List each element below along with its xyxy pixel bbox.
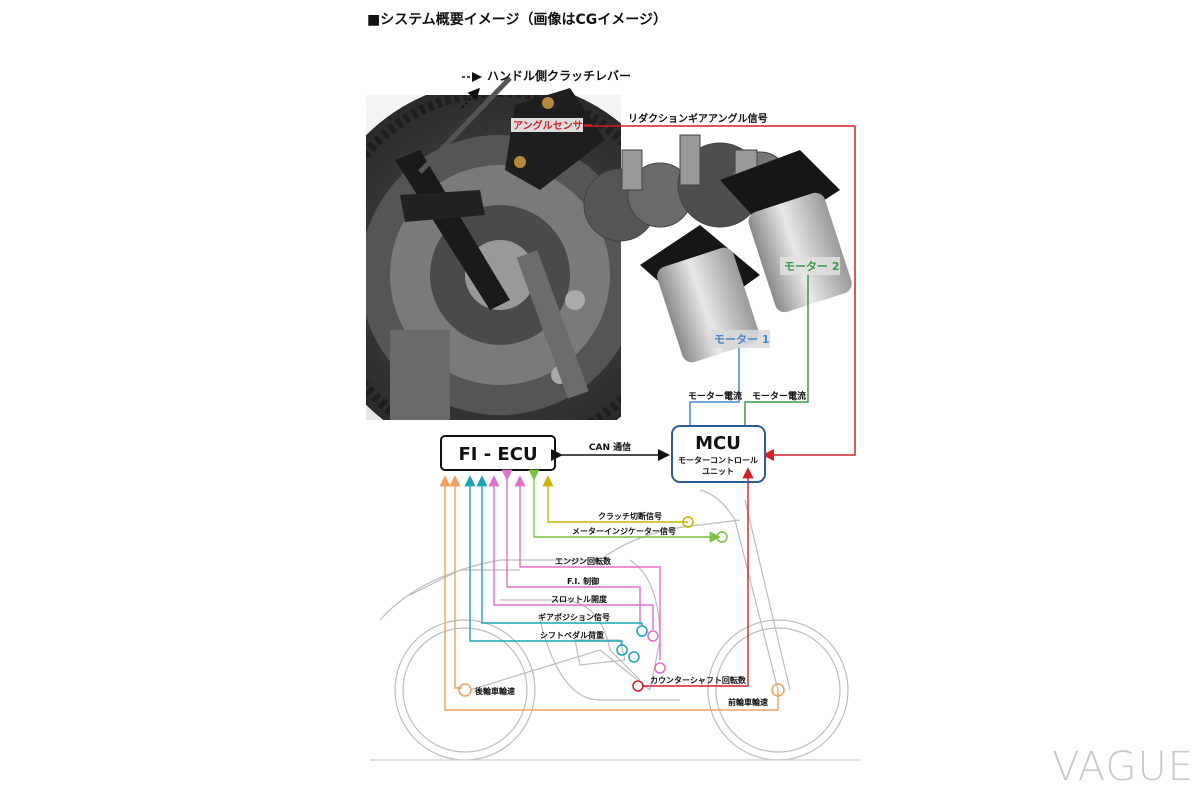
fi-ecu-label: FI - ECU bbox=[458, 444, 537, 465]
motor1-label: モーター 1 bbox=[714, 333, 769, 346]
shift-pedal-label: シフトペダル荷重 bbox=[540, 630, 604, 640]
front-wheel-speed-label: 前輪車輪速 bbox=[728, 697, 768, 707]
motor-2 bbox=[748, 192, 852, 313]
angle-sensor-label-group: アングルセンサー リダクションギアアングル信号 bbox=[511, 112, 856, 461]
motor2-label: モーター 2 bbox=[784, 260, 839, 273]
throttle-label: スロットル開度 bbox=[551, 594, 608, 604]
clutch-lever-label-group: ハンドル側クラッチレバー bbox=[461, 68, 631, 109]
can-label: CAN 通信 bbox=[589, 441, 631, 453]
motor-current-2-label: モーター電流 bbox=[752, 390, 806, 402]
page-title: ■システム概要イメージ（画像はCGイメージ） bbox=[367, 12, 668, 28]
watermark-logo: VAGUE bbox=[1052, 744, 1195, 790]
countershaft-label: カウンターシャフト回転数 bbox=[650, 675, 747, 685]
fi-ecu-box: FI - ECU bbox=[440, 435, 556, 471]
cg-mechanism-illustration bbox=[366, 76, 852, 420]
clutch-lever-label: ハンドル側クラッチレバー bbox=[487, 68, 631, 83]
can-link: CAN 通信 bbox=[551, 441, 670, 461]
motor1-label-group: モーター 1 モーター電流 bbox=[688, 330, 770, 425]
clutch-signal-label: クラッチ切断信号 bbox=[598, 511, 662, 521]
engine-rpm-label: エンジン回転数 bbox=[555, 556, 612, 566]
angle-sensor-label: アングルセンサー bbox=[513, 119, 593, 132]
rear-wheel-speed-label: 後輪車輪速 bbox=[475, 686, 515, 696]
motor2-label-group: モーター 2 モーター電流 bbox=[744, 257, 840, 425]
fi-control-label: F.I. 制御 bbox=[567, 576, 599, 586]
mcu-label: MCU bbox=[695, 433, 741, 454]
mcu-sub1-label: モーターコントロール bbox=[678, 455, 758, 465]
gear-position-label: ギアポジション信号 bbox=[538, 612, 610, 622]
mcu-sub2-label: ユニット bbox=[702, 467, 734, 476]
motor-current-1-label: モーター電流 bbox=[688, 390, 742, 402]
mcu-box: MCU モーターコントロール ユニット bbox=[671, 425, 766, 483]
meter-signal-label: メーターインジケーター信号 bbox=[572, 526, 676, 536]
reduction-gear-signal-label: リダクションギアアングル信号 bbox=[628, 112, 768, 125]
